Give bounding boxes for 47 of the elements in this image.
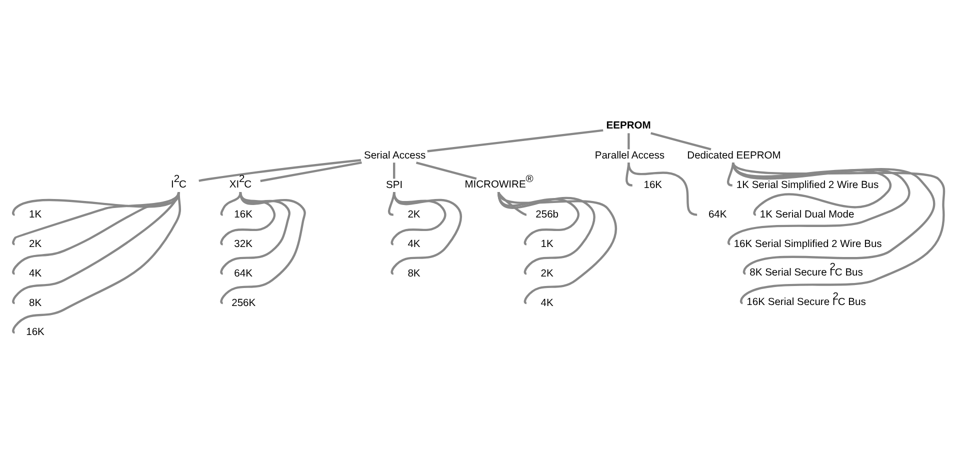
node-text: 64K — [234, 268, 252, 279]
node-text: Serial Access — [364, 150, 426, 162]
connector — [498, 191, 618, 304]
connector — [732, 162, 936, 274]
node-text: 16K — [234, 209, 252, 220]
node-text: 1K Serial Dual Mode — [760, 209, 854, 220]
node-text: SPI — [386, 180, 403, 191]
node-text: 2K — [29, 238, 42, 250]
connector — [497, 191, 580, 245]
connector — [220, 191, 242, 216]
node-text: EEPROM — [606, 120, 651, 132]
connector — [198, 158, 362, 182]
node-text: 256b — [536, 209, 559, 220]
node-text: 1K — [540, 238, 554, 250]
connector — [220, 191, 276, 245]
node-text: 4K — [408, 238, 420, 250]
connector — [260, 161, 362, 182]
connector — [416, 161, 477, 180]
node-text: 4K — [29, 268, 42, 279]
node-text: Parallel Access — [594, 150, 665, 162]
node-text: 4K — [540, 297, 554, 308]
node-text: 16K — [644, 180, 662, 191]
connector — [628, 132, 630, 149]
connector — [390, 191, 462, 274]
node-text: 2K — [540, 268, 554, 279]
node-text: 1K Serial Simplified 2 Wire Bus — [736, 180, 879, 191]
connector — [727, 162, 734, 186]
connector — [12, 191, 180, 304]
node-text: 64K — [708, 209, 727, 220]
node-text: 256K — [232, 297, 256, 308]
connector — [650, 132, 712, 150]
connector — [12, 191, 182, 333]
connector — [220, 191, 290, 274]
connector — [498, 191, 527, 216]
connector — [732, 161, 946, 303]
connector — [497, 191, 596, 274]
node-text: 8K — [29, 297, 42, 308]
node-text: 16K — [26, 326, 44, 338]
node-text: 2K — [408, 209, 420, 220]
node-text: 16K Serial Simplified 2 Wire Bus — [734, 238, 882, 250]
connector — [393, 162, 396, 178]
node-text: 8K — [408, 268, 420, 279]
node-text: 32K — [234, 238, 252, 250]
connector — [220, 191, 306, 304]
connector — [427, 128, 604, 152]
node-text: Dedicated EEPROM — [687, 150, 781, 162]
node-text: 1K — [29, 209, 42, 220]
